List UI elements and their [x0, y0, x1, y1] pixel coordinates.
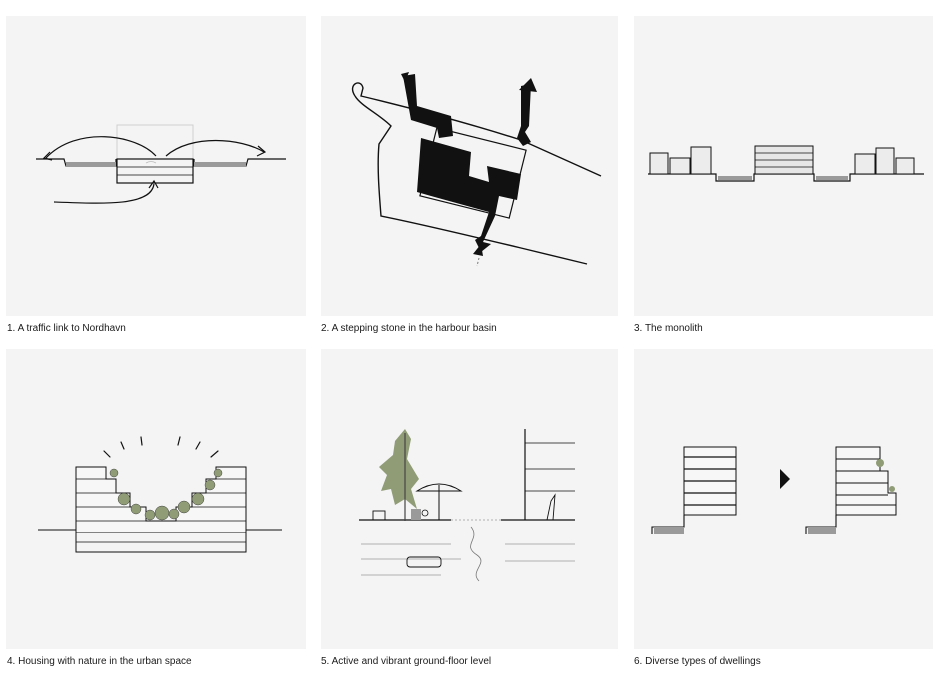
- diagram-housing-nature: [6, 349, 306, 649]
- diagram-monolith: [634, 16, 933, 316]
- dwellings-sketch: [651, 446, 897, 534]
- diagram-traffic-link: [6, 16, 306, 316]
- caption-traffic-link: 1. A traffic link to Nordhavn: [7, 323, 126, 334]
- caption-stepping-stone: 2. A stepping stone in the harbour basin: [321, 323, 497, 334]
- housing-nature-sketch: [38, 436, 282, 553]
- monolith-sketch: [648, 145, 924, 182]
- diagram-active-ground-floor: [321, 349, 618, 649]
- caption-monolith: 3. The monolith: [634, 323, 703, 334]
- diagram-stepping-stone: [321, 16, 618, 316]
- caption-diverse-dwellings: 6. Diverse types of dwellings: [634, 656, 761, 667]
- caption-active-ground-floor: 5. Active and vibrant ground-floor level: [321, 656, 492, 667]
- diagram-diverse-dwellings: [634, 349, 933, 649]
- caption-housing-nature: 4. Housing with nature in the urban spac…: [7, 656, 192, 667]
- stepping-stone-sketch: [351, 72, 602, 267]
- traffic-link-sketch: [36, 124, 286, 204]
- ground-floor-sketch: [359, 429, 575, 582]
